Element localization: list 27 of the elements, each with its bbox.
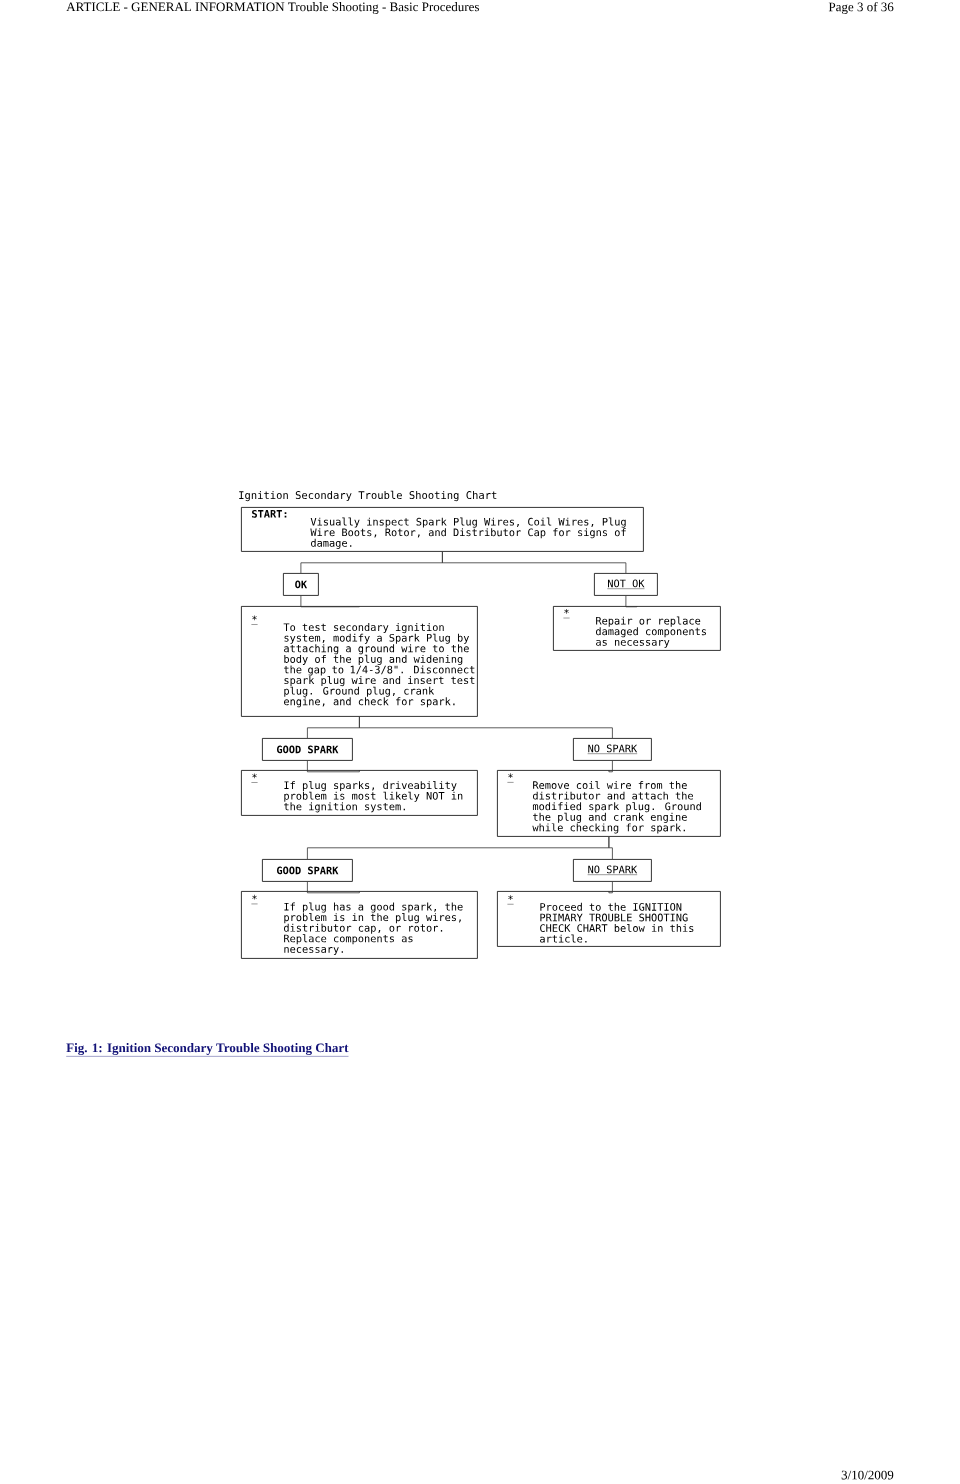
- connector-line: [307, 881, 360, 894]
- connector-line: [307, 760, 360, 773]
- connector-line: [608, 836, 613, 860]
- branch-label-box: NO SPARK: [573, 738, 652, 761]
- connector-line: [608, 881, 613, 894]
- process-box: * Proceed to the IGNITION PRIMARY TROUBLE SHOOTING CHECK CHART below in this article.: [497, 891, 721, 947]
- connector-line: [359, 716, 613, 739]
- branch-label-box: OK: [283, 573, 319, 596]
- branch-label-box: NO SPARK: [573, 859, 652, 882]
- process-box: * Remove coil wire from the distributor and attach the modified spark plug. Ground the plug and crank engine while checking for spark.: [497, 770, 721, 837]
- branch-label-box: NOT OK: [594, 573, 658, 596]
- branch-label-box: GOOD SPARK: [262, 738, 353, 761]
- connector-line: [300, 595, 360, 608]
- connector-line: [625, 595, 638, 608]
- chart-title: Ignition Secondary Trouble Shooting Chart: [239, 490, 497, 502]
- process-box: * To test secondary ignition system, modify a Spark Plug by attaching a ground wire to the body of the plug and widening the gap to 1/4-3/8". Disconnect spark plug wire and insert test plug. Ground plug, crank engine, and check for spark.: [241, 606, 478, 717]
- process-box: START: Visually inspect Spark Plug Wires, Coil Wires, Plug Wire Boots, Rotor, and Distributor Cap for signs of damage.: [241, 507, 644, 552]
- footer-date: 3/10/2009: [841, 1470, 894, 1480]
- process-box: * If plug sparks, driveability problem is most likely NOT in the ignition system.: [241, 770, 478, 816]
- connector-line: [608, 760, 613, 773]
- figure-caption: Fig. 1: Ignition Secondary Trouble Shooting Chart: [66, 1043, 349, 1057]
- process-box: * If plug has a good spark, the problem is in the plug wires, distributor cap, or rotor. Replace components as necessary.: [241, 891, 478, 959]
- branch-label-box: GOOD SPARK: [262, 859, 353, 882]
- page-header: ARTICLE - GENERAL INFORMATION Trouble Shooting - Basic Procedures: [66, 2, 479, 14]
- connector-line: [442, 551, 627, 574]
- page-number: Page 3 of 36: [828, 2, 894, 14]
- process-box: * Repair or replace damaged components as necessary: [553, 606, 721, 651]
